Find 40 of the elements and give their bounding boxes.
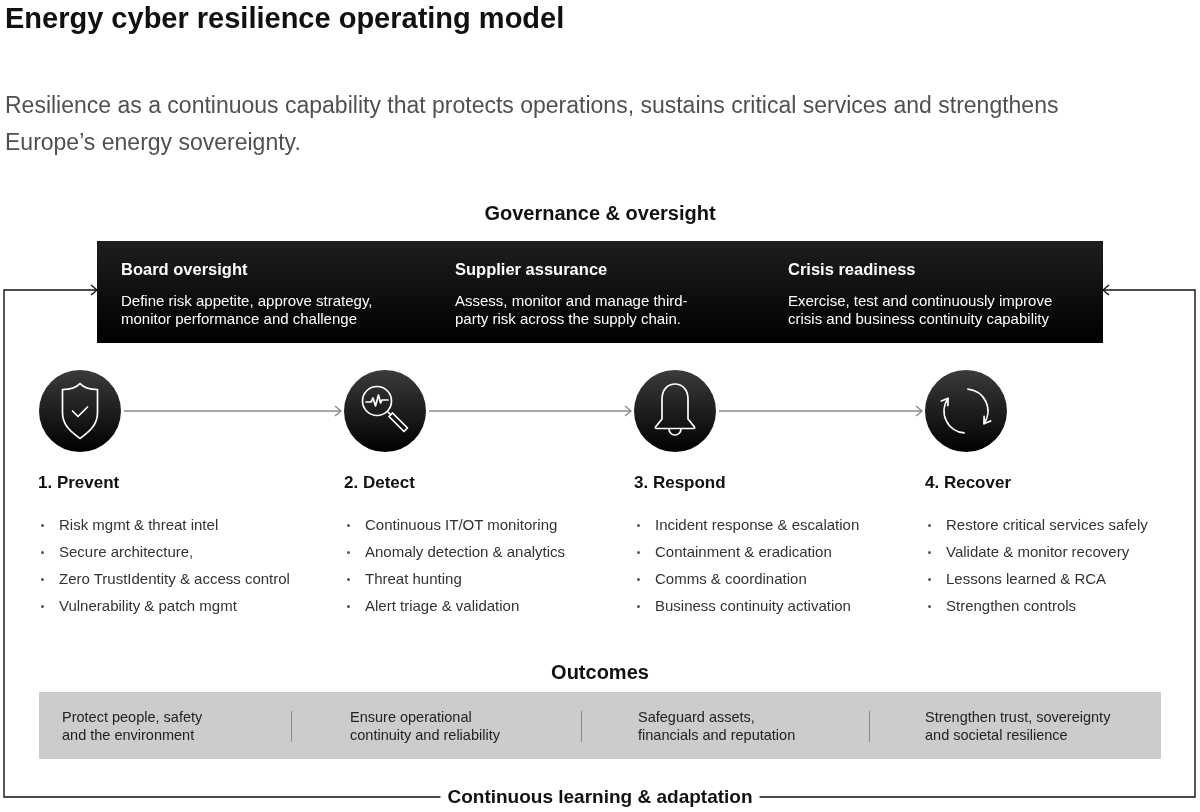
list-item: Vulnerability & patch mgmt	[38, 597, 237, 615]
column-description: Assess, monitor and manage third-party risk across the supply chain.	[455, 292, 689, 328]
stage-heading: 4. Recover	[925, 473, 1011, 493]
feedback-arrow	[3, 284, 442, 798]
section-heading: Governance & oversight	[484, 201, 716, 225]
flow-arrow	[718, 405, 923, 417]
outcome-text: Ensure operational continuity and reliability	[350, 708, 501, 744]
flow-arrow	[123, 405, 342, 417]
feedback-arrow	[758, 284, 1196, 798]
stage-heading: 1. Prevent	[38, 473, 120, 493]
list-item: Zero TrustIdentity & access control	[38, 570, 290, 588]
list-item: Comms & coordination	[634, 570, 807, 588]
feedback-label: Continuous learning & adaptation	[447, 786, 753, 808]
outcome-text: Strengthen trust, sovereignty and societal resilience	[925, 708, 1112, 744]
stage-heading: 3. Respond	[634, 473, 726, 493]
outcome-text: Safeguard assets, financials and reputation	[638, 708, 797, 744]
stage-heading: 2. Detect	[344, 473, 415, 493]
outcome-text: Protect people, safety and the environment	[62, 708, 204, 744]
list-item: Containment & eradication	[634, 543, 832, 561]
column-heading: Board oversight	[121, 259, 248, 279]
column-description: Exercise, test and continuously improve crisis and business continuity capability	[788, 292, 1054, 328]
column-heading: Supplier assurance	[455, 259, 608, 279]
list-item: Validate & monitor recovery	[925, 543, 1130, 561]
list-item: Secure architecture,	[38, 543, 194, 561]
list-item: Restore critical services safely	[925, 516, 1148, 534]
column-heading: Crisis readiness	[788, 259, 916, 279]
list-item: Risk mgmt & threat intel	[38, 516, 219, 534]
column-description: Define risk appetite, approve strategy, monitor performance and challenge	[121, 292, 374, 328]
list-item: Lessons learned & RCA	[925, 570, 1107, 588]
list-item: Threat hunting	[344, 570, 462, 588]
list-item: Continuous IT/OT monitoring	[344, 516, 558, 534]
list-item: Strengthen controls	[925, 597, 1077, 615]
section-heading: Outcomes	[551, 660, 649, 684]
list-item: Anomaly detection & analytics	[344, 543, 566, 561]
diagram-title: Energy cyber resilience operating model	[5, 1, 565, 35]
list-item: Business continuity activation	[634, 597, 851, 615]
subtitle-text: Resilience as a continuous capability that protects operations, sustains critical services and strengthens Europe’s energy sovereignty.	[5, 91, 1060, 157]
flow-arrow	[428, 405, 632, 417]
list-item: Alert triage & validation	[344, 597, 520, 615]
list-item: Incident response & escalation	[634, 516, 860, 534]
